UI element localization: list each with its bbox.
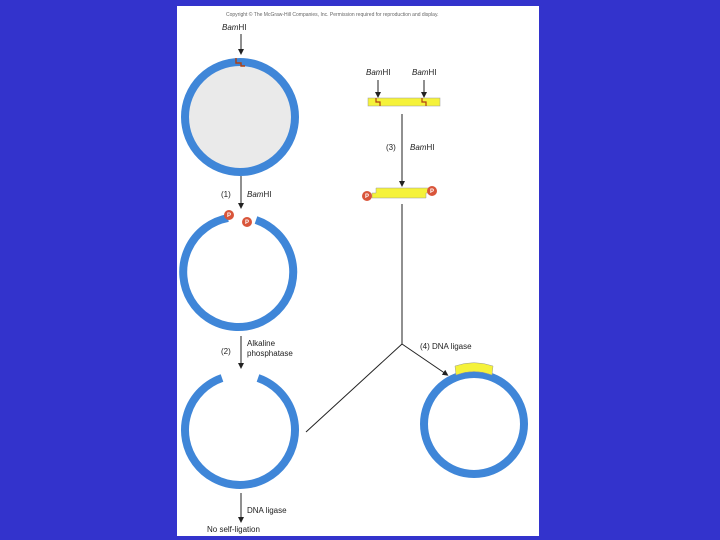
step1-number: (1): [221, 190, 231, 199]
copyright-text: Copyright © The McGraw-Hill Companies, I…: [226, 11, 438, 18]
plasmid-intact: [181, 58, 299, 176]
enzyme-label-top: BamHI: [222, 23, 246, 32]
insert-dna-strand: [367, 97, 441, 107]
plasmid-cut: [179, 214, 298, 332]
insert-phosphate-right: [427, 186, 437, 196]
step2-label-line1: Alkaline: [247, 339, 276, 348]
step3-enzyme: BamHI: [410, 143, 434, 152]
bamhi-site-mark: [235, 58, 245, 67]
phosphate-right: [242, 217, 252, 227]
line-vector-to-junction: [305, 343, 403, 433]
recombinant-plasmid: [420, 370, 528, 478]
step1-enzyme: BamHI: [247, 190, 271, 199]
step2-label-line2: phosphatase: [247, 349, 293, 358]
step4-label: (4) DNA ligase: [420, 342, 472, 351]
phosphate-left-label: P: [227, 213, 231, 219]
insert-phosphate-right-label: P: [430, 189, 434, 195]
plasmid-dephosphorylated: [181, 374, 299, 489]
insert-phosphate-left-label: P: [365, 194, 369, 200]
step2-number: (2): [221, 347, 231, 356]
insert-fragment: [371, 187, 431, 199]
insert-phosphate-left: [362, 191, 372, 201]
enzyme-label-right-1: BamHI: [366, 68, 390, 77]
insert-cut-sites: [375, 98, 427, 106]
arrow-step4: [401, 343, 449, 376]
phosphate-left: [224, 210, 234, 220]
step3-number: (3): [386, 143, 396, 152]
no-self-ligation-label: No self-ligation: [207, 525, 260, 534]
enzyme-label-right-2: BamHI: [412, 68, 436, 77]
bottom-ligase-label: DNA ligase: [247, 506, 287, 515]
inserted-fragment: [454, 362, 494, 376]
phosphate-right-label: P: [245, 220, 249, 226]
